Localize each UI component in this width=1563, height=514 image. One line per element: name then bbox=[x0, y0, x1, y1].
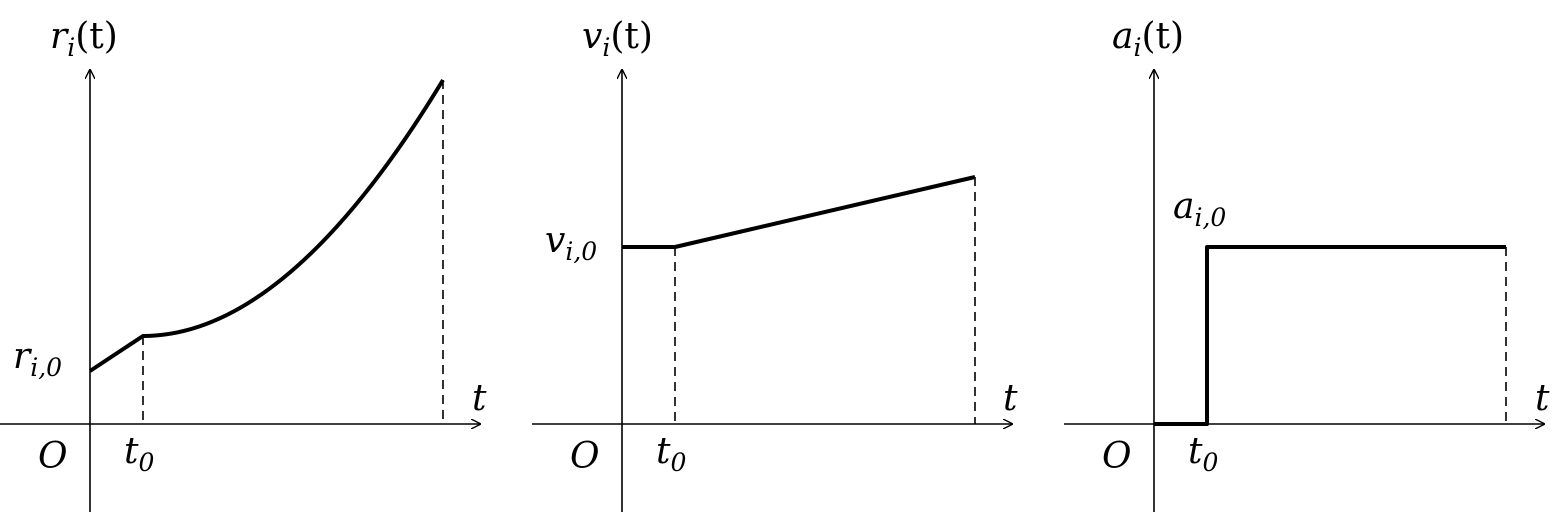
y-axis-label: ri(t) bbox=[50, 16, 118, 62]
y-axis-label: vi(t) bbox=[582, 16, 653, 62]
initial-value-label: vi,0 bbox=[545, 220, 597, 266]
y-axis-label: ai(t) bbox=[1112, 16, 1184, 62]
t0-label: t0 bbox=[124, 431, 154, 477]
velocity-curve bbox=[622, 175, 976, 249]
origin-label: O bbox=[570, 436, 600, 477]
origin-label: O bbox=[38, 436, 68, 477]
initial-value-label: ai,0 bbox=[1173, 186, 1226, 232]
t0-label: t0 bbox=[1188, 431, 1218, 477]
acceleration-curve bbox=[1154, 245, 1506, 426]
panel-velocity: vi(t) t O t0 vi,0 bbox=[532, 16, 1018, 512]
t0-label: t0 bbox=[656, 431, 686, 477]
position-curve bbox=[88, 78, 445, 373]
x-axis-label: t bbox=[1535, 378, 1550, 419]
origin-label: O bbox=[1102, 436, 1132, 477]
panel-position: ri(t) t O t0 ri,0 bbox=[0, 16, 487, 512]
x-axis-label: t bbox=[1003, 378, 1018, 419]
x-axis-label: t bbox=[472, 378, 487, 419]
panel-acceleration: ai(t) t O t0 ai,0 bbox=[1064, 16, 1550, 512]
initial-value-label: ri,0 bbox=[13, 336, 62, 382]
